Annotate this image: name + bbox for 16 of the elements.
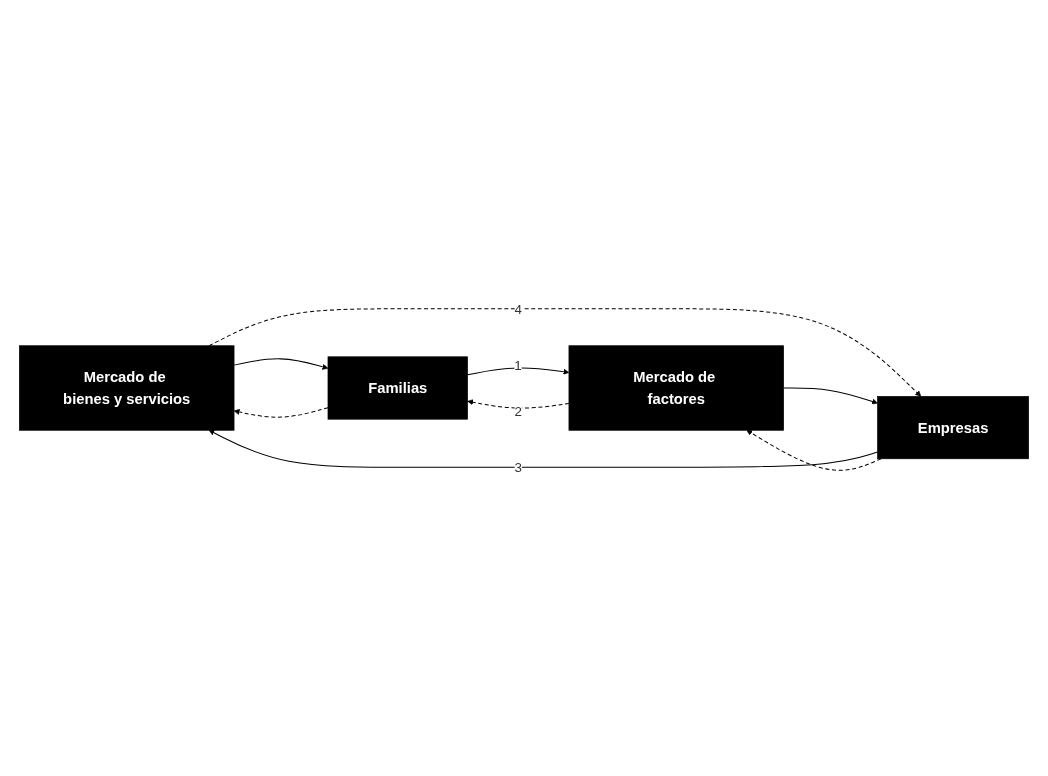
arrow (233, 407, 329, 418)
node-box: Mercado de factores (568, 345, 784, 431)
node-box: Empresas (877, 396, 1029, 460)
edge-label: 4 (514, 301, 522, 317)
node-box: Familias (327, 356, 468, 420)
node-box: Mercado de bienes y servicios (19, 345, 235, 431)
edge-label: 1 (514, 357, 522, 373)
arrow (208, 308, 922, 397)
edge-label: 2 (514, 403, 522, 419)
arrow (746, 430, 882, 471)
arrow (783, 387, 878, 405)
arrow (233, 358, 329, 370)
edge-label: 3 (514, 459, 522, 475)
arrow (467, 367, 570, 376)
arrow (467, 399, 570, 409)
arrow (208, 430, 879, 468)
